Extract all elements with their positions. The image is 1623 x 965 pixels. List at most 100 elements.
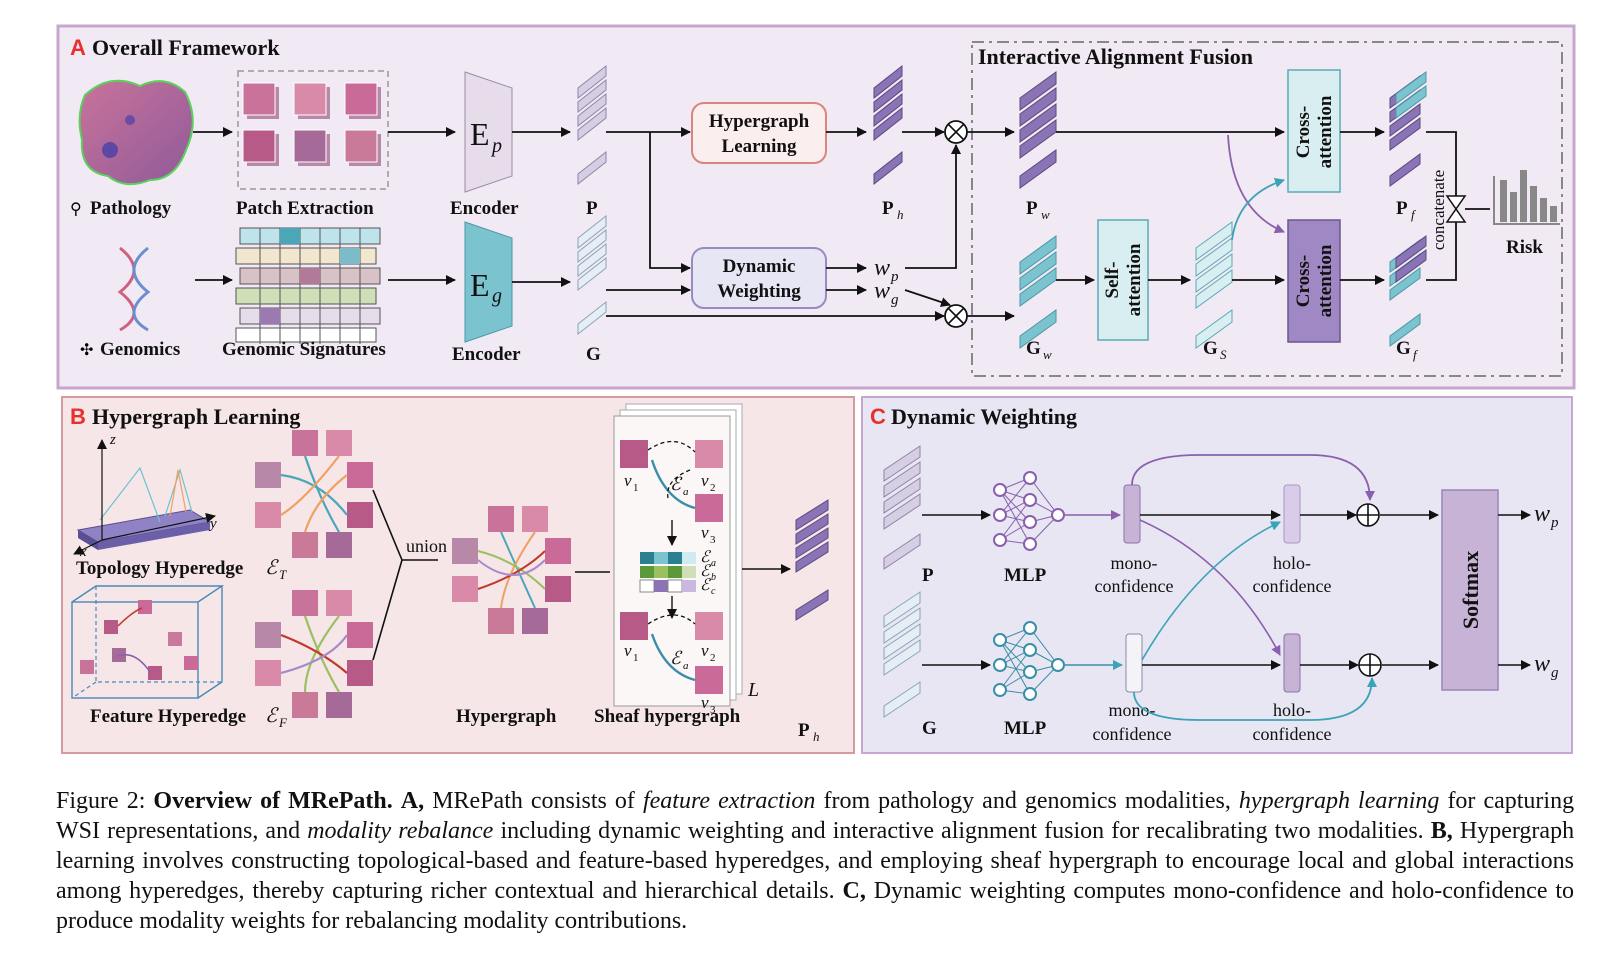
caption-b-text: Hypergraph learning involves constructin…: [56, 818, 1575, 904]
caption-a-italic-1: feature extraction: [642, 788, 816, 814]
arrow: [649, 132, 691, 273]
iaf-frame: [971, 41, 1563, 377]
arrow: [904, 289, 951, 307]
c-g-label: G: [922, 718, 937, 739]
cross-attention-bottom-box: [1287, 219, 1341, 343]
gw-sub: w: [1043, 347, 1052, 362]
self-attention-line2: attention: [1124, 243, 1145, 316]
gw-feature-stack: [1019, 235, 1057, 349]
caption-a-label: A,: [400, 788, 425, 814]
hypergraph-box-line2: Learning: [722, 136, 797, 157]
iaf-title: Interactive Alignment Fusion: [978, 44, 1253, 69]
union-label: union: [406, 536, 447, 556]
microscope-icon: ⚲: [70, 201, 82, 218]
g-label: G: [586, 344, 601, 365]
concatenate-icon: [1445, 195, 1467, 223]
hypergraph-learning-box: [691, 102, 827, 164]
gf-feature-stack: [1389, 235, 1427, 347]
cross-arrow-teal: [1231, 178, 1285, 241]
caption-b-label: B,: [1430, 818, 1453, 844]
mlp-bottom-icon: [993, 621, 1065, 701]
feature-label: Feature Hyperedge: [90, 706, 246, 727]
genomics-label: Genomics: [100, 339, 180, 360]
c-wg-label: w: [1534, 651, 1550, 677]
cross-arrow-teal-c: [1141, 521, 1281, 661]
mono-top-line2: confidence: [1095, 576, 1174, 596]
holo-bottom-line1: holo-: [1273, 700, 1311, 720]
caption-a-text-4: including dynamic weighting and interact…: [500, 818, 1424, 844]
v1-label: v: [624, 471, 632, 490]
v2b-label: v: [701, 641, 709, 660]
figure-diagram: A Overall Framework ⚲ Pathology Patch Ex…: [56, 24, 1576, 754]
genomic-signatures-label: Genomic Signatures: [222, 339, 386, 360]
dna-icon: [117, 246, 151, 332]
wg-label: w: [874, 278, 890, 304]
eab-label: ℰ: [670, 648, 683, 668]
self-attention-box: [1097, 219, 1149, 341]
plus-icon-bottom: [1358, 653, 1382, 677]
caption-c-text: Dynamic weighting computes mono-confiden…: [56, 878, 1575, 934]
ph-label: P: [882, 198, 894, 219]
cross-attention-top-line2: attention: [1315, 95, 1336, 168]
dynamic-box-line2: Weighting: [717, 281, 801, 302]
panel-c-title: Dynamic Weighting: [891, 404, 1077, 429]
wp-label: w: [874, 255, 890, 281]
ph-output-label: P: [798, 720, 810, 741]
ph-output-sub: h: [813, 729, 820, 744]
v1-sub: 1: [633, 482, 639, 494]
concat-line-bottom: [1426, 218, 1457, 281]
encoder-ep: E p: [464, 71, 513, 193]
ph-sub: h: [897, 207, 904, 222]
panel-a: A Overall Framework ⚲ Pathology Patch Ex…: [56, 24, 1576, 390]
multiply-icon-bottom: [944, 304, 968, 328]
cross-attention-top-line1: Cross-: [1293, 106, 1314, 158]
genomic-signatures-grid: [235, 227, 381, 344]
self-attention-line1: Self-: [1102, 262, 1123, 299]
holo-bottom-line2: confidence: [1253, 724, 1332, 744]
c-g-stack: [883, 591, 921, 718]
panel-a-letter: A: [70, 35, 86, 60]
caption-a-text-3: for capturing WSI representations, and: [56, 788, 1575, 844]
v2-sub: 2: [710, 482, 716, 494]
v3-sub: 3: [710, 534, 716, 546]
dynamic-weighting-box: [691, 247, 827, 309]
union-lines: [372, 489, 438, 661]
patch-extraction-box: [237, 70, 389, 190]
panel-c: C Dynamic Weighting P G MLP MLP: [861, 396, 1573, 754]
panel-b-title: Hypergraph Learning: [92, 404, 300, 429]
axis-y: y: [208, 516, 217, 532]
caption-bold-title: Overview of MRePath.: [153, 788, 393, 814]
c-wp-label: w: [1534, 501, 1550, 527]
v2b-sub: 2: [710, 652, 716, 664]
plus-icon-top: [1356, 503, 1380, 527]
skip-arrow-top: [1131, 454, 1375, 501]
sheaf-hypergraph: [613, 403, 743, 707]
softmax-label: Softmax: [1458, 551, 1483, 629]
c-p-stack: [883, 445, 921, 570]
concat-line-top: [1426, 131, 1457, 200]
c-wg-sub: g: [1551, 665, 1559, 681]
gw-label: G: [1026, 338, 1041, 359]
ea2-label: ℰ: [700, 549, 712, 566]
g-feature-stack: [577, 214, 607, 336]
caption-c-label: C,: [842, 878, 866, 904]
mono-confidence-top-bar: [1123, 484, 1141, 544]
eab-sub: a: [683, 660, 689, 672]
multiply-icon-top: [944, 120, 968, 144]
eb-label: ℰ: [700, 563, 712, 580]
patch-extraction-label: Patch Extraction: [236, 198, 374, 219]
softmax-box: [1441, 489, 1499, 691]
wp-sub: p: [890, 269, 899, 285]
gs-sub: S: [1220, 347, 1227, 362]
gf-label: G: [1396, 338, 1411, 359]
panel-b-letter: B: [70, 404, 86, 429]
sheaf-label: Sheaf hypergraph: [594, 706, 741, 727]
dna-small-icon: ✣: [80, 342, 93, 359]
topology-label: Topology Hyperedge: [76, 558, 243, 579]
skip-arrow-bottom: [1133, 677, 1377, 721]
caption-figure-no: Figure 2:: [56, 788, 146, 814]
v2-label: v: [701, 471, 709, 490]
ec-label: ℰ: [700, 577, 712, 594]
topology-sym: ℰ: [265, 557, 279, 579]
eb-sub: b: [711, 572, 716, 583]
